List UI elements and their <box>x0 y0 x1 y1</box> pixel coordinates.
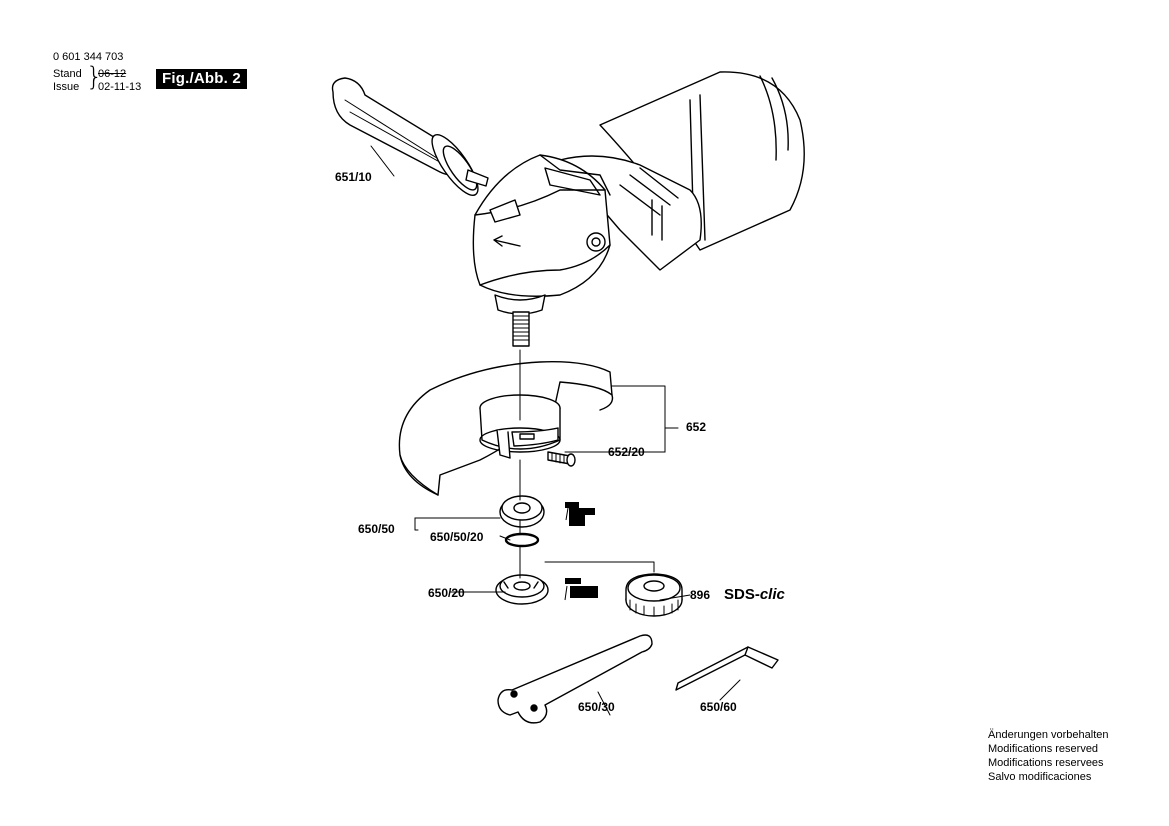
spanner <box>497 634 653 724</box>
callout-auxiliary-handle: 651/10 <box>335 170 372 184</box>
axis-lines <box>519 349 655 579</box>
notice-line-fr: Modifications reservees <box>988 757 1104 769</box>
quick-clamp-nut <box>625 573 683 617</box>
sds-prefix: SDS- <box>724 586 760 603</box>
sds-suffix: clic <box>759 586 785 603</box>
callout-guard-screw: 652/20 <box>608 445 645 459</box>
brace-glyph: } <box>86 62 103 92</box>
notice-line-de: Änderungen vorbehalten <box>988 729 1109 741</box>
protective-guard <box>398 361 614 496</box>
figure-label: Fig./Abb. 2 <box>156 69 247 89</box>
callout-hex-key: 650/60 <box>700 700 737 714</box>
callout-guard: 652 <box>686 420 707 434</box>
callout-spanner: 650/30 <box>578 700 615 714</box>
callout-quick-clamp-nut: 896 <box>690 588 711 602</box>
auxiliary-handle <box>331 77 489 196</box>
guard-screw <box>547 451 576 467</box>
flange-650-20 <box>495 574 549 605</box>
notice-line-es: Salvo modificaciones <box>988 771 1092 783</box>
callout-mounting-flange: 650/20 <box>428 586 465 600</box>
hex-key <box>675 646 779 691</box>
flange-orientation-icon-upper <box>565 502 595 526</box>
gear-head <box>472 154 611 347</box>
callout-flange-assembly: 650/50 <box>358 522 395 536</box>
leader-lines <box>370 145 741 716</box>
callout-o-ring: 650/50/20 <box>430 530 484 544</box>
notice-line-en: Modifications reserved <box>988 743 1099 755</box>
issue-label: Issue <box>53 81 80 93</box>
stand-value: 06-12 <box>98 68 127 80</box>
document-number: 0 601 344 703 <box>53 51 124 63</box>
modification-notice: Änderungen vorbehalten Modifications res… <box>988 728 1108 784</box>
flange-650-50 <box>499 495 545 548</box>
flange-orientation-icon-lower <box>564 578 598 601</box>
stand-label: Stand <box>53 68 82 80</box>
sds-clic-logo: SDS-clic <box>724 586 785 603</box>
issue-value: 02-11-13 <box>98 81 142 93</box>
